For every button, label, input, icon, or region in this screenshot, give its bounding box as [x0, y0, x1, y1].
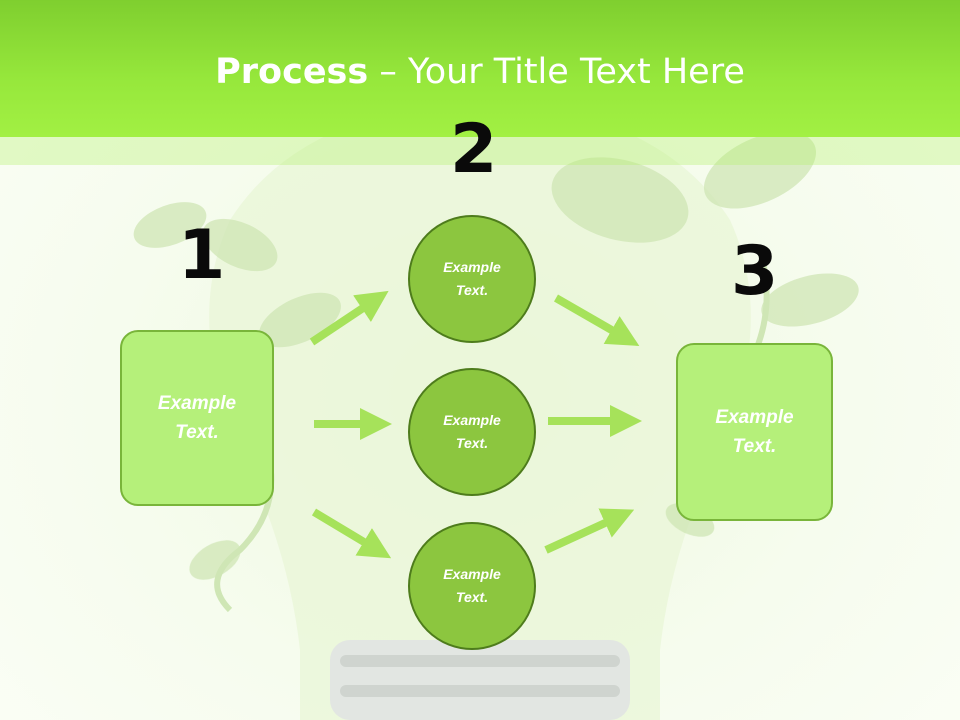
- step-number-1: 1: [178, 216, 226, 295]
- right-box-text: Example Text.: [715, 407, 794, 457]
- title-bar: Process – Your Title Text Here: [0, 0, 960, 137]
- slide-title: Process – Your Title Text Here: [0, 52, 960, 92]
- arrow-top-to-right: [554, 294, 640, 346]
- circle-middle-text: Example Text.: [443, 412, 501, 451]
- arrow-left-to-top: [309, 290, 389, 346]
- circle-top: Example Text.: [408, 215, 536, 343]
- circle-bottom-text: Example Text.: [443, 566, 501, 605]
- title-rest: – Your Title Text Here: [368, 52, 745, 92]
- title-bold-part: Process: [215, 52, 369, 92]
- step-number-3: 3: [731, 232, 779, 311]
- left-box: Example Text.: [120, 330, 274, 506]
- circle-top-text: Example Text.: [443, 259, 501, 298]
- circle-middle: Example Text.: [408, 368, 536, 496]
- left-box-text: Example Text.: [157, 393, 237, 443]
- step-number-2: 2: [450, 110, 498, 189]
- arrow-bottom-to-right: [544, 508, 635, 554]
- title-bar-band: [0, 137, 960, 165]
- circle-bottom: Example Text.: [408, 522, 536, 650]
- right-box: Example Text.: [676, 343, 833, 521]
- arrow-left-to-bottom: [311, 508, 392, 559]
